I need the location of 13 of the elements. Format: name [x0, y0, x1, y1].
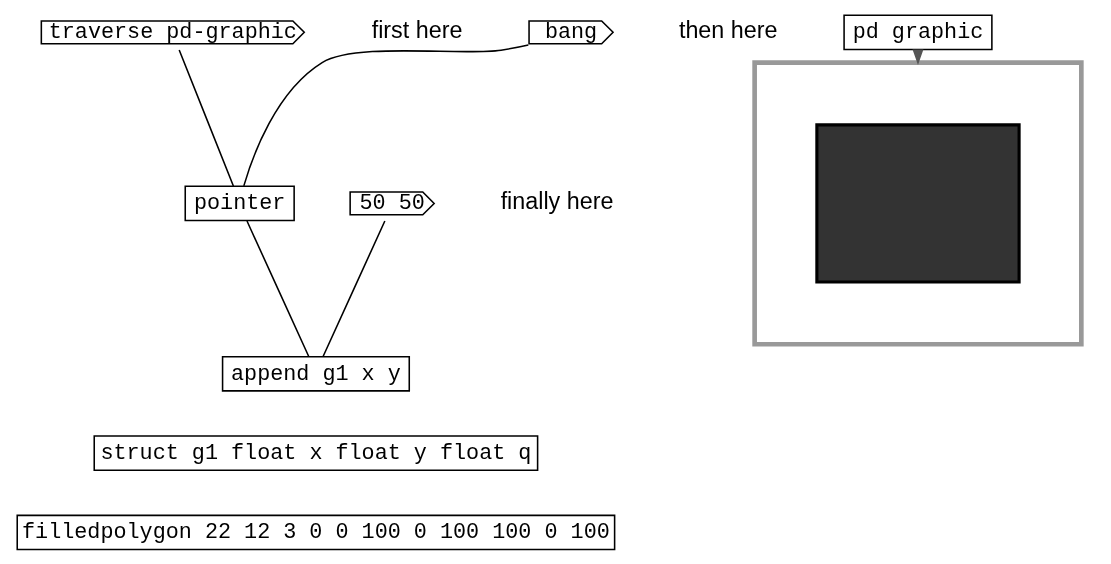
node-label: finally here [500, 187, 614, 214]
connector [246, 220, 310, 358]
node-box: pointer [184, 185, 295, 222]
connector [322, 220, 386, 358]
node-box: filledpolygon 22 12 3 0 0 100 0 100 100 0 100 [16, 514, 616, 551]
node-box: append g1 x y [221, 355, 411, 392]
connector [178, 49, 235, 187]
cluster [752, 60, 1084, 347]
node-box: struct g1 float x float y float q [93, 435, 539, 471]
node-box [815, 123, 1021, 284]
node-label: then here [678, 16, 778, 43]
connector [243, 44, 530, 187]
node-label: first here [371, 16, 463, 43]
